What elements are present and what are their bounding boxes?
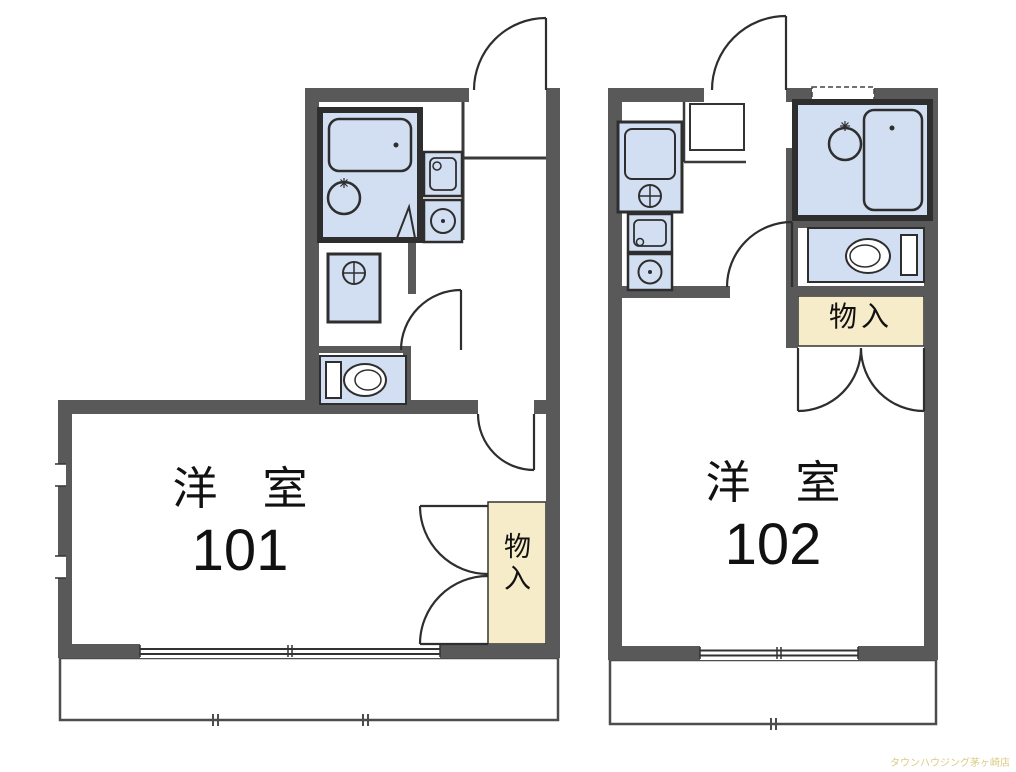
wall-segment — [319, 346, 403, 353]
balcony-divider-ticks — [770, 718, 777, 730]
entrance-door-101 — [472, 16, 548, 91]
wall-segment — [608, 88, 704, 102]
doors-101 — [399, 16, 548, 646]
closet-101-label: 物入 — [500, 532, 530, 596]
wall-segment — [58, 400, 72, 658]
washing-machine-icon — [637, 259, 663, 285]
wall-segment — [924, 88, 938, 660]
kitchen-102 — [616, 120, 684, 214]
toilet-101 — [319, 355, 407, 405]
wall-segment — [790, 218, 924, 228]
closet-doors-101 — [418, 504, 489, 646]
sink-icon — [624, 128, 676, 180]
wall-vents-101 — [55, 463, 66, 579]
room-101-label: 洋 室 — [172, 463, 308, 514]
genkan-102 — [682, 102, 746, 164]
toilet-icon — [343, 363, 387, 397]
laundry-102 — [626, 212, 674, 292]
bathtub-icon — [327, 117, 413, 173]
faucet-icon — [840, 121, 850, 131]
genkan-step-line — [682, 102, 746, 164]
room-101-number: 101 — [191, 518, 289, 583]
unit-102 — [608, 14, 938, 730]
laundry-pan-icon — [429, 157, 457, 191]
doors-102 — [710, 14, 926, 413]
toilet-102 — [807, 227, 925, 283]
shoe-cabinet — [689, 103, 745, 151]
hall-door-101 — [399, 288, 463, 351]
balcony-divider-ticks — [212, 714, 369, 726]
wall-segment — [408, 240, 416, 294]
toilet-tank — [900, 234, 918, 276]
wall-segment — [790, 286, 924, 296]
bath-unit-102 — [792, 99, 933, 221]
bathtub-icon — [862, 108, 924, 212]
kitchen-101 — [326, 252, 382, 324]
room-door-101 — [476, 413, 536, 472]
bath-door-icon — [396, 203, 416, 239]
toilet-tank — [325, 361, 342, 399]
balcony-102 — [608, 658, 938, 730]
balcony-101 — [58, 656, 560, 726]
bath-unit-101 — [317, 107, 423, 243]
wall-segment — [58, 400, 478, 414]
laundry-101 — [422, 150, 464, 244]
room-102-number: 102 — [724, 512, 822, 577]
watermark-text: タウンハウジング茅ヶ崎店 — [890, 758, 1010, 769]
closet-doors-102 — [796, 347, 926, 413]
closet-102-label: 物入 — [828, 301, 893, 332]
wall-segment — [608, 88, 622, 660]
room-102-label: 洋 室 — [705, 457, 841, 508]
laundry-pan-icon — [633, 219, 667, 247]
window-101-main — [139, 644, 441, 658]
faucet-icon — [339, 178, 349, 188]
window-102-main — [699, 646, 859, 660]
washing-machine-icon — [430, 208, 456, 234]
closet-102 — [797, 295, 925, 347]
drain-dot — [393, 142, 399, 148]
unit-101 — [55, 16, 560, 726]
wall-segment — [305, 88, 469, 102]
wall-segment — [534, 400, 546, 414]
entrance-door-102 — [710, 14, 788, 91]
hall-door-102 — [725, 220, 794, 288]
drain-dot — [889, 125, 895, 131]
toilet-icon — [845, 238, 891, 274]
wall-segment — [305, 88, 319, 408]
wall-segment — [546, 88, 560, 658]
